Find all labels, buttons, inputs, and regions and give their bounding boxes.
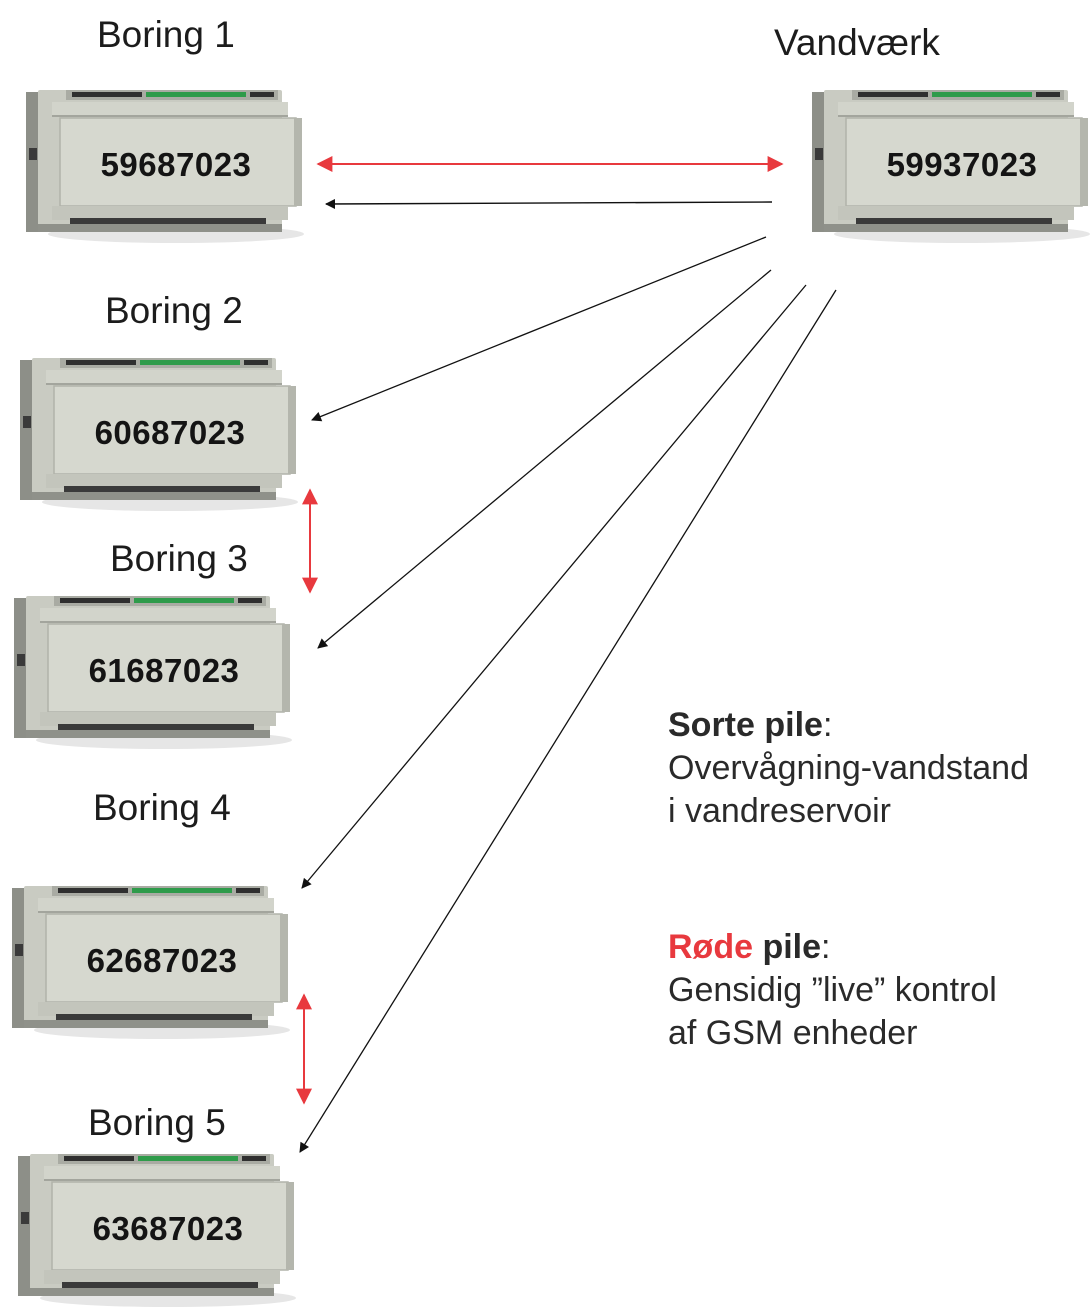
device-number: 62687023 [86,942,238,979]
legend-black-line2: i vandreservoir [668,792,891,830]
black-arrow-to-boring2 [311,236,767,422]
device-number: 63687023 [92,1210,244,1247]
legend-black-line1: Overvågning-vandstand [668,749,1030,787]
boring-3-label: Boring 3 [110,538,248,579]
black-arrow-to-boring3 [317,269,772,649]
black-arrow-to-boring4 [301,284,807,889]
legend-red-title-rest: pile [753,928,822,966]
legend-red-line1: Gensidig ”live” kontrol [668,971,997,1009]
legend-red-title-red: Røde [668,928,753,966]
legend-red-colon: : [821,928,831,966]
device-vandvaerk: 59937023 [812,84,1090,244]
legend-red-line2: af GSM enheder [668,1014,918,1052]
legend-red-arrows: Røde pile: Gensidig ”live” kontrol af GS… [668,926,997,1055]
gsm-unit-icon [12,886,290,1039]
device-number: 59937023 [886,146,1038,183]
vandvaerk-label: Vandværk [774,22,940,63]
device-boring-4: 62687023 [12,880,290,1040]
gsm-unit-icon [26,90,304,243]
device-boring-2: 60687023 [20,352,298,512]
boring-5-label: Boring 5 [88,1102,226,1143]
black-arrow-to-boring1 [325,198,773,209]
gsm-unit-icon [20,358,298,511]
device-number: 60687023 [94,414,246,451]
legend-black-arrows: Sorte pile: Overvågning-vandstand i vand… [668,704,1029,833]
gsm-unit-icon [812,90,1090,243]
boring-2-label: Boring 2 [105,290,243,331]
device-boring-5: 63687023 [18,1148,296,1308]
device-number: 61687023 [88,652,240,689]
gsm-unit-icon [14,596,292,749]
device-number: 59687023 [100,146,252,183]
black-arrow-to-boring5 [299,289,837,1153]
device-boring-3: 61687023 [14,590,292,750]
device-boring-1: 59687023 [26,84,304,244]
boring-1-label: Boring 1 [97,14,235,55]
legend-black-colon: : [822,706,833,744]
gsm-unit-icon [18,1154,296,1307]
boring-4-label: Boring 4 [93,787,231,828]
legend-black-title: Sorte pile [668,706,823,744]
